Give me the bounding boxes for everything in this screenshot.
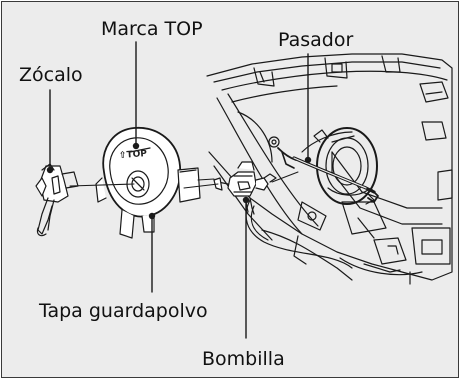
- diagram-illustration: [35, 41, 453, 339]
- label-tapa-guardapolvo: Tapa guardapolvo: [39, 300, 208, 322]
- label-marca-top: Marca TOP: [101, 18, 203, 40]
- label-pasador: Pasador: [278, 29, 354, 51]
- socket-connector: [35, 163, 79, 237]
- leader-lines: [49, 41, 309, 339]
- leader-dots: [46, 142, 312, 220]
- label-zocalo: Zócalo: [19, 64, 83, 86]
- bulb-socket-opening: [268, 127, 378, 205]
- retaining-pin: [277, 147, 379, 203]
- bulb: [213, 161, 277, 215]
- alignment-lines: [69, 171, 299, 189]
- top-mark-engraving: ⇧TOP: [118, 149, 148, 161]
- label-bombilla: Bombilla: [202, 348, 285, 370]
- dust-cover: [95, 127, 201, 239]
- headlight-housing: [206, 53, 453, 285]
